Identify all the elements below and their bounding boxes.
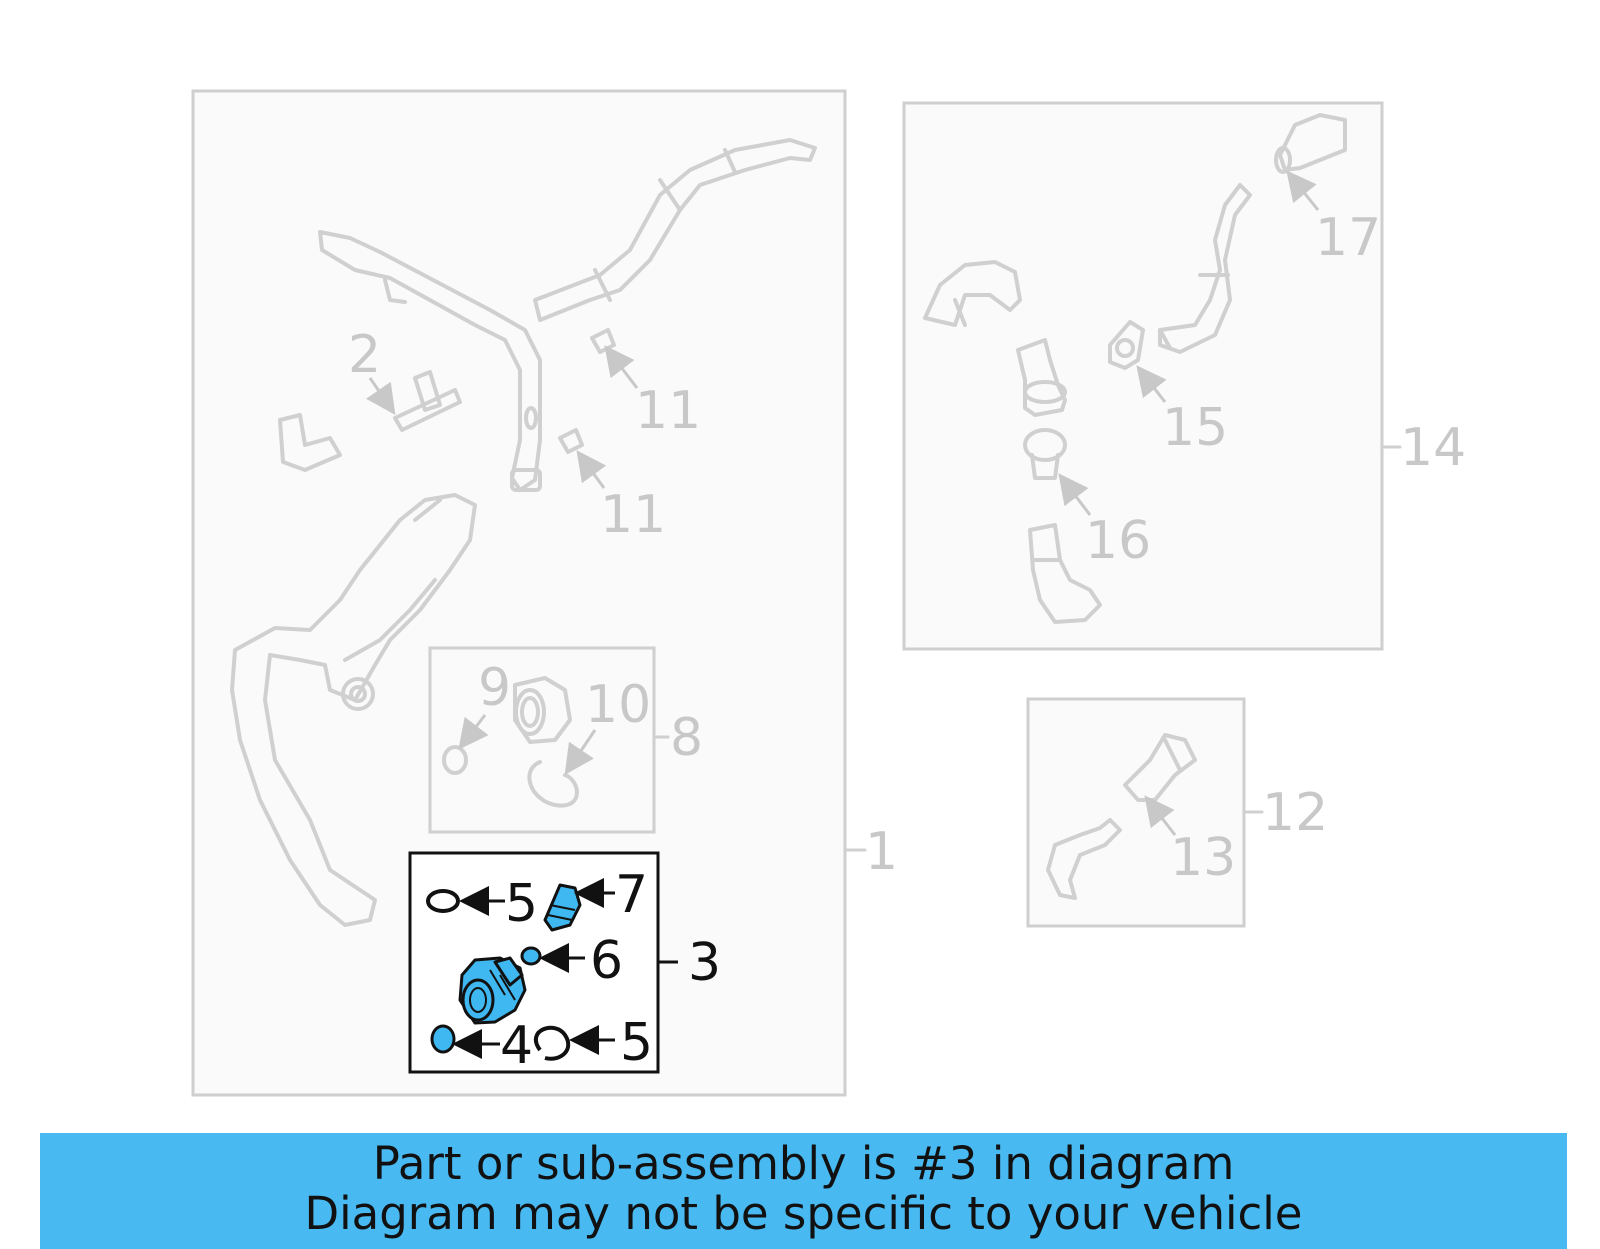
clip-10 [527,760,579,808]
sensor-11-lower [558,428,584,454]
callout-3[interactable]: 3 [688,933,721,993]
hose-elbow-14 [923,260,1022,327]
radiator-hose-lower [230,493,477,927]
thermostat-housing-3 [458,956,527,1025]
seal-4 [430,1024,456,1054]
callout-17[interactable]: 17 [1315,208,1381,268]
callout-10[interactable]: 10 [585,675,651,735]
callout-4[interactable]: 4 [500,1016,533,1076]
hose-small-left [278,413,342,472]
sensor-17 [1274,113,1347,174]
seal-6 [520,946,542,966]
callout-15[interactable]: 15 [1162,398,1228,458]
callout-13[interactable]: 13 [1170,828,1236,888]
coolant-pipe-upper [533,138,817,322]
seal-9 [442,745,468,775]
o-ring-5-lower [533,1025,571,1061]
tee-connector-2 [393,370,462,432]
coolant-pipe-long [318,230,542,492]
connector-13 [1123,733,1197,802]
thermostat-pipe-14 [1016,338,1067,417]
callout-6[interactable]: 6 [590,931,623,991]
callout-14[interactable]: 14 [1400,418,1466,478]
fitting-15 [1108,320,1145,370]
hose-bottom-14 [1028,523,1102,624]
housing-8 [513,676,572,744]
hose-tall-14 [1158,183,1252,354]
sensor-11-upper [590,328,616,354]
callout-5-lower[interactable]: 5 [620,1013,653,1073]
callout-11-upper[interactable]: 11 [635,381,701,441]
callout-16[interactable]: 16 [1085,511,1151,571]
callout-5-upper[interactable]: 5 [505,874,538,934]
banner-line-2: Diagram may not be specific to your vehi… [304,1187,1303,1240]
banner-line-1: Part or sub-assembly is #3 in diagram [372,1137,1235,1190]
o-ring-5-upper [426,889,460,913]
callout-2[interactable]: 2 [348,325,381,385]
info-banner: Part or sub-assembly is #3 in diagram Di… [40,1133,1567,1249]
callout-8[interactable]: 8 [670,708,703,768]
callout-1[interactable]: 1 [865,822,898,882]
thermostat-16 [1023,428,1067,480]
callout-7[interactable]: 7 [615,865,648,925]
callout-9[interactable]: 9 [478,658,511,718]
callout-11-lower[interactable]: 11 [600,485,666,545]
hose-12 [1046,818,1122,900]
callout-12[interactable]: 12 [1262,783,1328,843]
